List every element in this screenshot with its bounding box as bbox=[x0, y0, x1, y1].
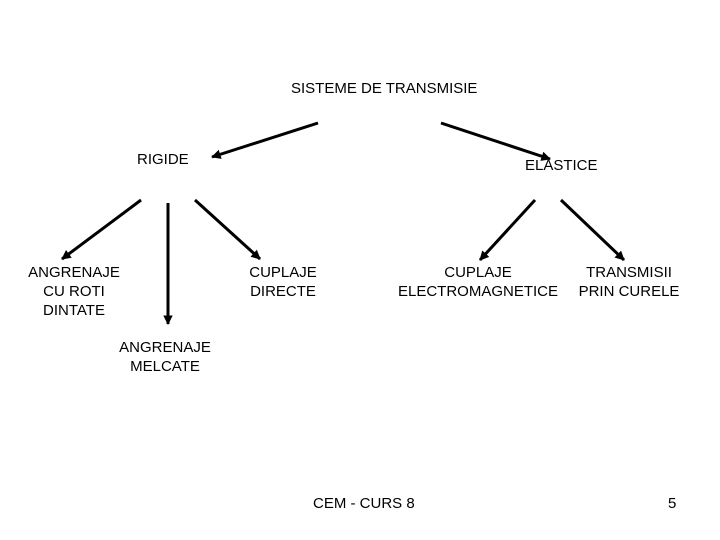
node-transmisii-prin-curele: TRANSMISII PRIN CURELE bbox=[572, 263, 686, 301]
arrow-root-to-elastice bbox=[440, 121, 551, 161]
node-line: ELECTROMAGNETICE bbox=[397, 283, 559, 300]
node-line: CUPLAJE bbox=[249, 264, 317, 281]
root-node: SISTEME DE TRANSMISIE bbox=[291, 80, 478, 97]
node-line: PRIN CURELE bbox=[578, 283, 680, 300]
arrow-elastice-to-transmisii-curele bbox=[559, 198, 626, 262]
arrow-elastice-to-cuplaje-electromagnetice bbox=[478, 198, 537, 262]
node-line: MELCATE bbox=[130, 358, 200, 375]
node-cuplaje-electromagnetice: CUPLAJE ELECTROMAGNETICE bbox=[390, 263, 566, 301]
arrow-root-to-rigide bbox=[211, 121, 319, 159]
node-line: TRANSMISII bbox=[586, 264, 672, 281]
node-line: DIRECTE bbox=[250, 283, 316, 300]
node-line: ANGRENAJE bbox=[119, 339, 211, 356]
node-line: ANGRENAJE bbox=[28, 264, 120, 281]
node-line: CUPLAJE bbox=[444, 264, 512, 281]
node-rigide: RIGIDE bbox=[137, 151, 189, 168]
node-cuplaje-directe: CUPLAJE DIRECTE bbox=[240, 263, 326, 301]
node-line: DINTATE bbox=[43, 302, 105, 319]
footer-course-label: CEM - CURS 8 bbox=[313, 495, 415, 512]
page-number: 5 bbox=[668, 495, 677, 512]
node-angrenaje-melcate: ANGRENAJE MELCATE bbox=[113, 338, 217, 376]
arrow-rigide-to-angrenaje-dintate bbox=[61, 198, 142, 261]
node-line: CU ROTI bbox=[43, 283, 105, 300]
node-elastice: ELASTICE bbox=[525, 157, 598, 174]
arrow-rigide-to-cuplaje-directe bbox=[193, 198, 262, 261]
node-angrenaje-cu-roti-dintate: ANGRENAJE CU ROTI DINTATE bbox=[22, 263, 126, 320]
